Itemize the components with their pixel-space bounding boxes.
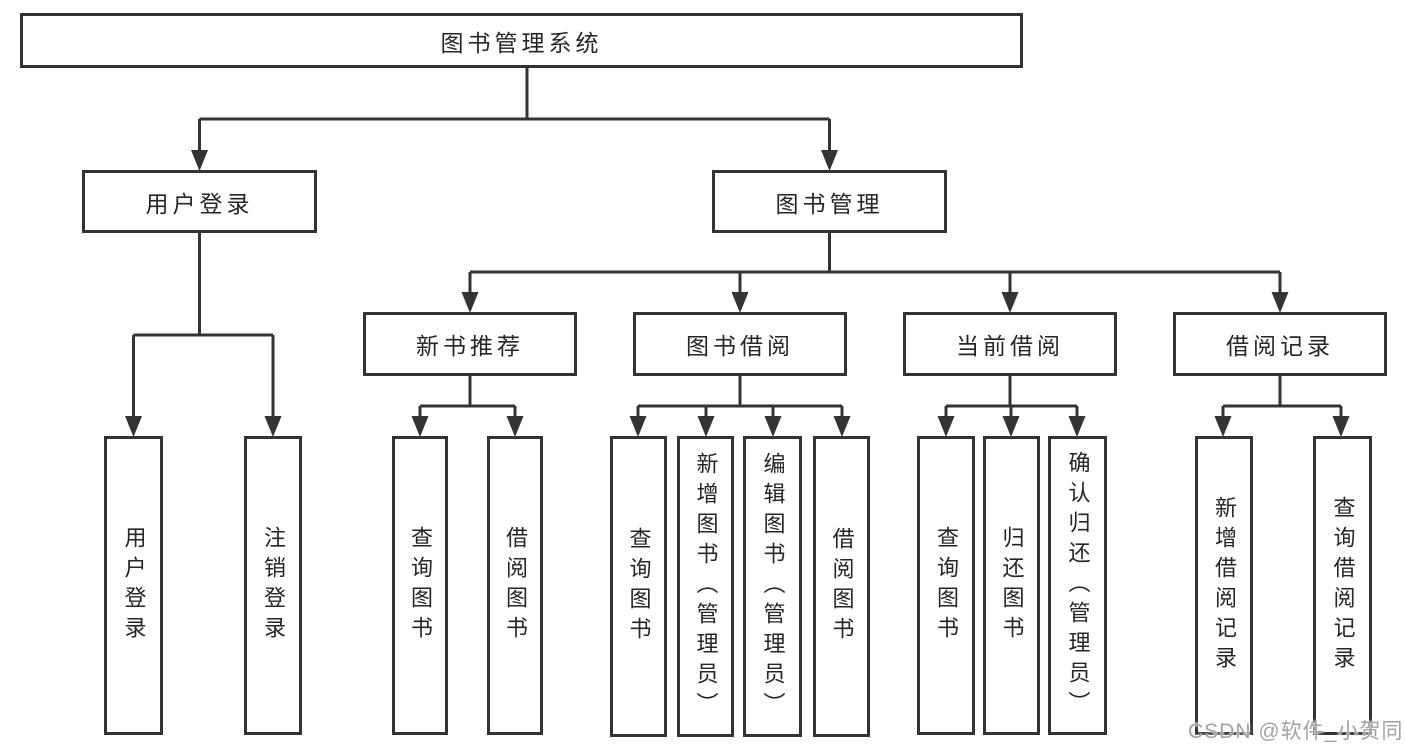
node-label: 借阅记录: [1226, 333, 1334, 359]
arrowhead: [1068, 416, 1086, 437]
arrowhead: [731, 292, 749, 313]
node-label: 查询图书: [408, 525, 433, 646]
node-book-borrowing: 图书借阅: [633, 312, 847, 376]
node-bb-search-books: 查询图书: [610, 436, 667, 737]
node-br-search-record: 查询借阅记录: [1313, 436, 1372, 735]
arrowhead: [833, 416, 851, 437]
node-label: 新书推荐: [416, 333, 524, 359]
node-label: 归还图书: [999, 525, 1025, 646]
arrowhead: [191, 150, 208, 171]
arrowhead: [1332, 416, 1350, 437]
csdn-watermark: CSDN @软件_小贺同学: [1188, 720, 1405, 743]
arrowhead: [506, 416, 524, 437]
node-new-book-recommendation: 新书推荐: [363, 312, 577, 376]
arrowhead: [461, 292, 479, 313]
node-user-login: 用户登录: [82, 170, 317, 233]
node-borrowing-records: 借阅记录: [1173, 312, 1387, 376]
connector-bookmgmt-to-level3: [461, 233, 1289, 313]
arrowhead: [1002, 416, 1020, 437]
node-label: 图书管理系统: [440, 29, 603, 56]
node-user-login-leaf: 用户登录: [104, 436, 163, 735]
node-nb-search-books: 查询图书: [392, 436, 448, 735]
node-br-add-record: 新增借阅记录: [1195, 436, 1253, 735]
node-logout: 注销登录: [244, 436, 302, 735]
connector-userlogin-to-children: [125, 232, 282, 437]
node-label: 用户登录: [121, 525, 147, 646]
connector-newbookrec-to-children: [411, 376, 524, 437]
node-label: 查询图书: [934, 525, 959, 646]
arrowhead: [629, 416, 647, 437]
arrowhead: [937, 416, 955, 437]
node-bb-add-books-admin: 新增图书（管理员）: [677, 436, 734, 737]
arrowhead: [1271, 292, 1289, 313]
node-bb-borrow-books: 借阅图书: [813, 436, 870, 737]
arrowhead: [125, 416, 142, 437]
node-label: 新增图书（管理员）: [693, 451, 719, 722]
node-label: 借阅图书: [503, 525, 528, 646]
node-label: 图书借阅: [686, 333, 794, 359]
connector-currentborrow-to-children: [937, 376, 1086, 437]
connector-root-to-level2: [191, 68, 838, 171]
arrowhead: [264, 416, 282, 437]
arrowhead: [821, 150, 838, 171]
node-label: 查询图书: [626, 526, 652, 647]
arrowhead: [697, 416, 715, 437]
node-nb-borrow-books: 借阅图书: [487, 436, 543, 735]
node-library-system: 图书管理系统: [20, 13, 1023, 68]
node-label: 用户登录: [145, 190, 254, 217]
node-label: 借阅图书: [829, 526, 855, 647]
node-cb-search-books: 查询图书: [917, 436, 975, 735]
node-current-borrowing: 当前借阅: [903, 312, 1117, 376]
node-cb-confirm-return-admin: 确认归还（管理员）: [1048, 436, 1107, 735]
arrowhead: [1214, 416, 1232, 437]
node-bb-edit-books-admin: 编辑图书（管理员）: [743, 436, 802, 737]
connector-borrowrecords-to-children: [1214, 376, 1350, 437]
node-label: 查询借阅记录: [1330, 495, 1356, 676]
node-label: 当前借阅: [956, 333, 1064, 359]
node-label: 图书管理: [775, 190, 884, 217]
node-label: 注销登录: [261, 525, 286, 646]
arrowhead: [411, 416, 429, 437]
connector-bookborrow-to-children: [629, 376, 851, 437]
arrowhead: [764, 416, 782, 437]
node-label: 确认归还（管理员）: [1065, 450, 1091, 721]
arrowhead: [1001, 292, 1019, 313]
node-label: 编辑图书（管理员）: [760, 451, 786, 722]
node-label: 新增借阅记录: [1212, 495, 1237, 676]
node-cb-return-books: 归还图书: [983, 436, 1040, 735]
node-book-management: 图书管理: [712, 170, 947, 233]
